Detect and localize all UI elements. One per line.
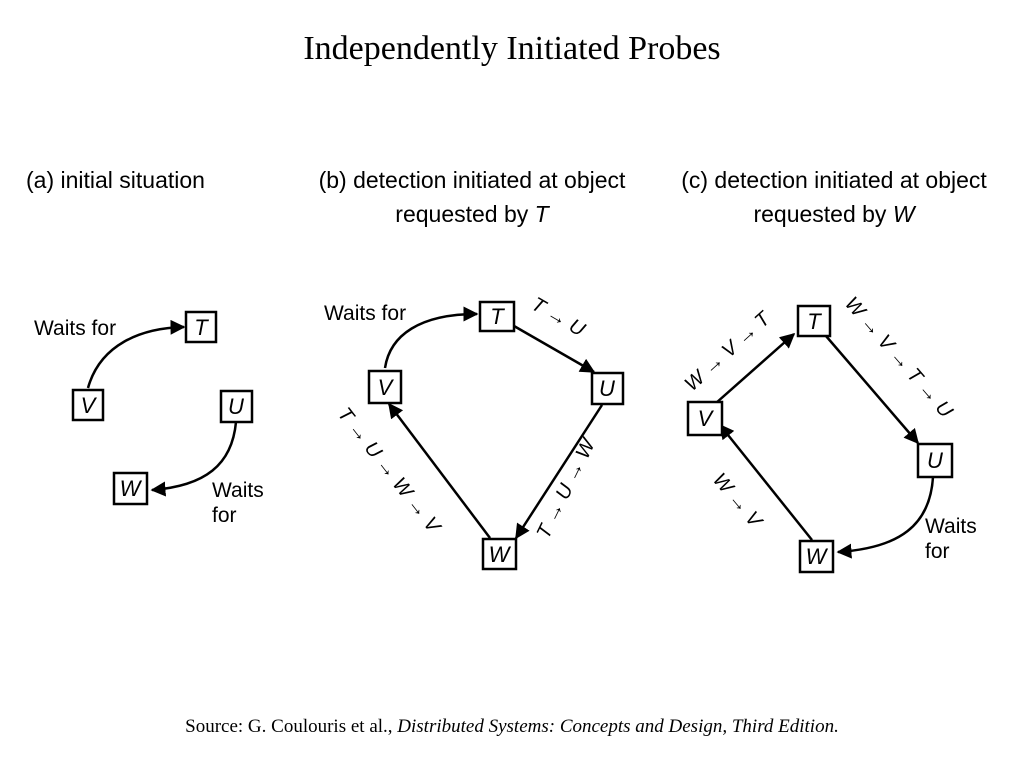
source-citation: Source: G. Coulouris et al., Distributed… bbox=[0, 716, 1024, 738]
label-a-waits: Waits bbox=[212, 479, 264, 502]
panel-c: W → V → T W → V → T → U W → V Waits for … bbox=[681, 293, 977, 574]
edge-c-u-w bbox=[836, 476, 935, 559]
svg-text:U: U bbox=[228, 394, 244, 419]
panel-b: Waits for T → U T → U → W T → U → W → V … bbox=[324, 293, 625, 571]
node-b-v: V bbox=[367, 369, 403, 405]
node-a-u: U bbox=[219, 389, 254, 424]
label-a-waits-for: Waits for bbox=[34, 317, 116, 340]
caption-panel-a: (a) initial situation bbox=[26, 163, 205, 197]
label-c-wvt: W → V → T bbox=[681, 307, 776, 396]
edge-b-t-u bbox=[513, 324, 596, 374]
svg-text:V: V bbox=[378, 375, 395, 400]
source-prefix: Source: G. Coulouris et al., bbox=[185, 716, 398, 737]
node-c-t: T bbox=[796, 304, 832, 338]
edge-c-v-t bbox=[715, 333, 796, 404]
node-b-t: T bbox=[478, 300, 516, 333]
caption-c-prefix: requested by bbox=[753, 201, 893, 227]
label-c-wv: W → V bbox=[708, 469, 767, 533]
svg-text:T: T bbox=[490, 304, 505, 329]
caption-panel-c: (c) detection initiated at object reques… bbox=[654, 163, 1014, 231]
edge-a-v-t bbox=[86, 319, 186, 389]
label-b-tuwv: T → U → W → V bbox=[333, 404, 445, 539]
edge-b-u-w bbox=[514, 404, 604, 540]
label-c-waits: Waits bbox=[925, 515, 977, 538]
node-c-v: V bbox=[686, 400, 724, 437]
edge-c-t-u bbox=[825, 335, 919, 445]
edge-c-w-v bbox=[719, 423, 813, 541]
caption-c-line1: (c) detection initiated at object bbox=[681, 167, 987, 193]
caption-b-prefix: requested by bbox=[395, 201, 535, 227]
label-c-for: for bbox=[925, 540, 950, 563]
svg-text:V: V bbox=[698, 406, 715, 431]
panel-a: Waits for Waits for T V U W bbox=[34, 310, 264, 527]
node-b-u: U bbox=[590, 371, 625, 406]
caption-b-line2: requested by T bbox=[292, 197, 652, 231]
caption-c-var: W bbox=[892, 201, 915, 227]
svg-text:W: W bbox=[489, 542, 512, 567]
caption-a-text: (a) initial situation bbox=[26, 167, 205, 193]
label-b-waits-for: Waits for bbox=[324, 302, 406, 325]
source-book: Distributed Systems: Concepts and Design… bbox=[397, 716, 839, 737]
page-title: Independently Initiated Probes bbox=[303, 30, 721, 67]
label-b-tu: T → U bbox=[528, 293, 590, 341]
edge-b-w-v bbox=[388, 402, 491, 539]
node-a-w: W bbox=[112, 471, 149, 506]
label-b-tuw: T → U → W bbox=[533, 434, 601, 542]
label-a-for: for bbox=[212, 504, 237, 527]
node-c-w: W bbox=[798, 539, 835, 574]
label-c-wvtu: W → V → T → U bbox=[840, 293, 957, 423]
svg-text:W: W bbox=[806, 544, 829, 569]
caption-b-line1: (b) detection initiated at object bbox=[318, 167, 626, 193]
svg-text:V: V bbox=[81, 393, 98, 418]
node-a-v: V bbox=[71, 388, 105, 422]
svg-text:T: T bbox=[194, 315, 209, 340]
caption-c-line2: requested by W bbox=[654, 197, 1014, 231]
node-c-u: U bbox=[916, 442, 954, 479]
svg-text:U: U bbox=[927, 448, 943, 473]
caption-b-var: T bbox=[534, 201, 549, 227]
node-a-t: T bbox=[184, 310, 218, 344]
svg-text:T: T bbox=[807, 309, 822, 334]
caption-panel-b: (b) detection initiated at object reques… bbox=[292, 163, 652, 231]
svg-text:U: U bbox=[599, 376, 615, 401]
node-b-w: W bbox=[481, 537, 518, 571]
edge-b-v-t bbox=[383, 306, 479, 369]
svg-text:W: W bbox=[120, 476, 143, 501]
edge-a-u-w bbox=[150, 421, 238, 497]
